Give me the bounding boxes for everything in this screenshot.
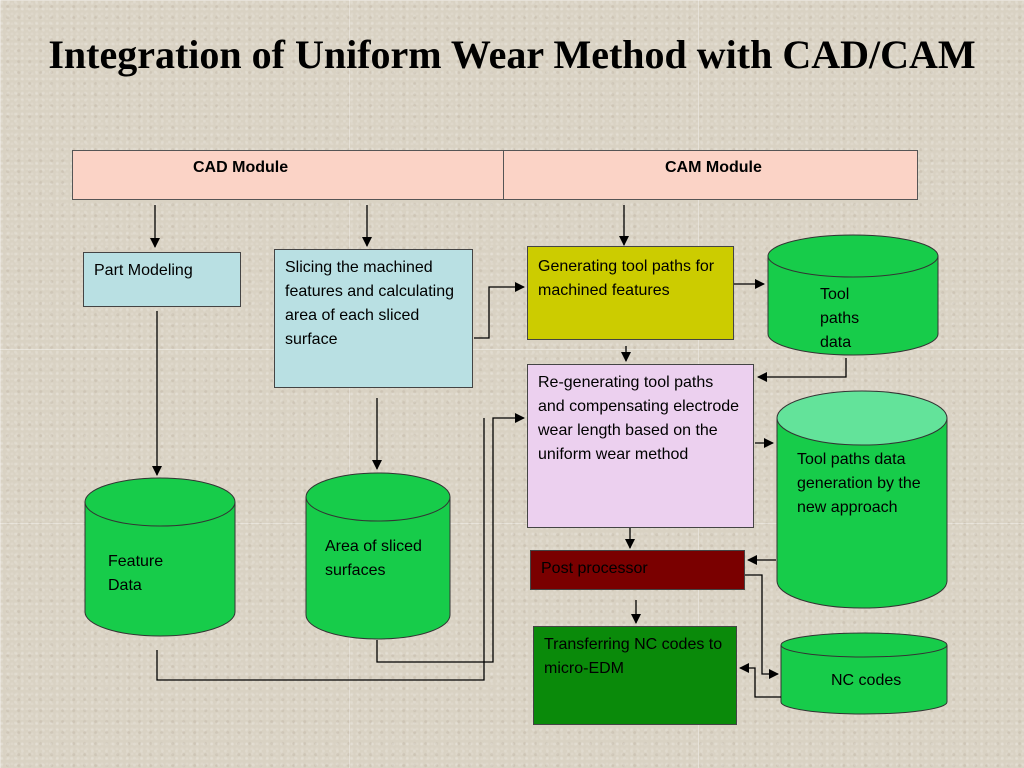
nc-codes-label: NC codes (831, 672, 902, 689)
nc-codes-cylinder (780, 632, 948, 715)
header-divider (503, 151, 504, 199)
tile-seam (0, 0, 1, 768)
title-text: Integration of Uniform Wear Method with … (48, 32, 976, 77)
regenerating-tool-paths-text: Re-generating tool paths and compensatin… (538, 374, 740, 463)
generating-tool-paths-box: Generating tool paths for machined featu… (527, 246, 734, 340)
tool-paths-data-label: Tool paths data (820, 286, 860, 351)
tile-seam (0, 349, 1024, 350)
tool-paths-new-cylinder (776, 390, 948, 609)
tile-seam (0, 0, 1024, 1)
module-header-bar: CAD Module CAM Module (72, 150, 918, 200)
cam-module-label: CAM Module (665, 159, 762, 176)
area-sliced-label: Area of sliced surfaces (325, 538, 422, 579)
part-modeling-text: Part Modeling (94, 262, 193, 279)
feature-data-label: Feature Data (108, 553, 164, 594)
transferring-nc-box: Transferring NC codes to micro-EDM (533, 626, 737, 725)
slicing-text: Slicing the machined features and calcul… (285, 259, 454, 348)
tool-paths-new-label: Tool paths data generation by the new ap… (797, 451, 921, 516)
slide-title: Integration of Uniform Wear Method with … (0, 30, 1024, 80)
part-modeling-box: Part Modeling (83, 252, 241, 307)
tool-paths-data-cylinder (767, 234, 939, 356)
generating-tool-paths-text: Generating tool paths for machined featu… (538, 258, 715, 299)
post-processor-box: Post processor (530, 550, 745, 590)
post-processor-text: Post processor (541, 560, 648, 577)
slicing-box: Slicing the machined features and calcul… (274, 249, 473, 388)
regenerating-tool-paths-box: Re-generating tool paths and compensatin… (527, 364, 754, 528)
cad-module-label: CAD Module (193, 159, 289, 176)
transferring-nc-text: Transferring NC codes to micro-EDM (544, 636, 723, 677)
